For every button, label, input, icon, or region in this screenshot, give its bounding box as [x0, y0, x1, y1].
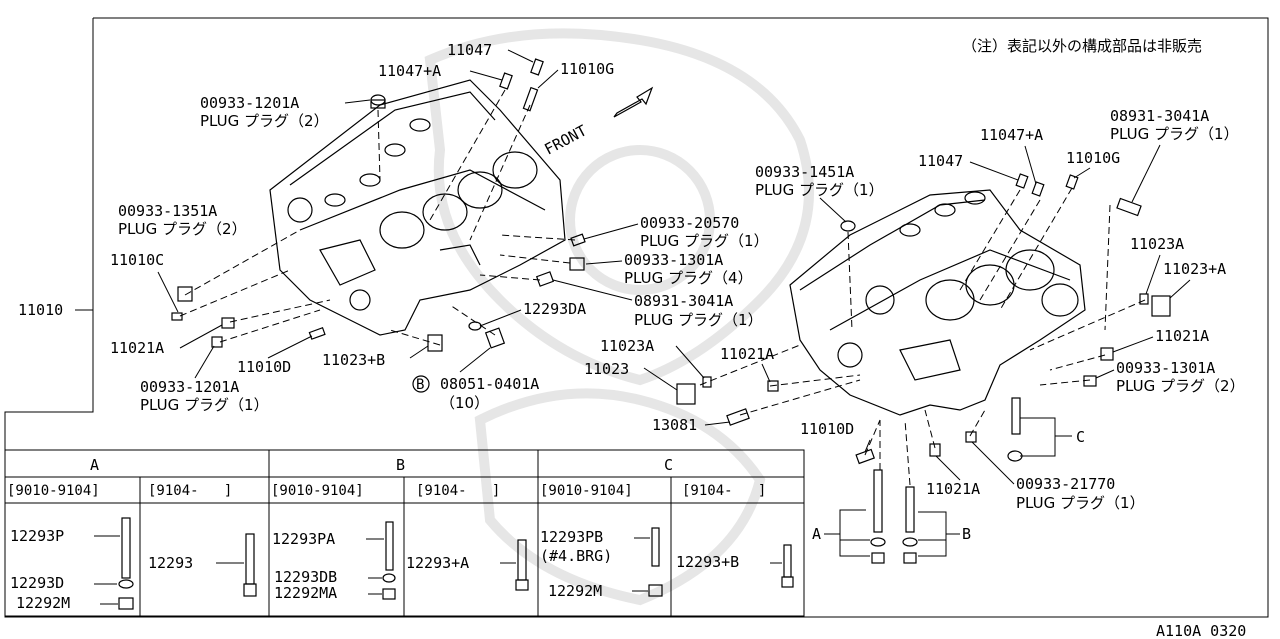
callout-08051-0401a[interactable]: 08051-0401A	[440, 375, 539, 393]
callout-11021a-right[interactable]: 11021A	[1155, 327, 1209, 345]
callouts: 11047 11047+A 11010G 00933-1201A PLUG プラ…	[110, 41, 1245, 543]
left-small-parts	[171, 58, 586, 352]
notice-text: （注）表記以外の構成部品は非販売	[962, 37, 1202, 55]
callout-11023a-plus[interactable]: 11023+A	[1163, 260, 1226, 278]
diagram-frame	[4, 17, 1269, 618]
cell-b1-nut[interactable]: 12292MA	[274, 584, 337, 602]
period-c1: [9010-9104]	[540, 483, 633, 499]
callout-00933-20570-desc: PLUG プラグ（1）	[640, 232, 769, 250]
callout-08051-qty: （10）	[440, 394, 489, 412]
callout-11047-right[interactable]: 11047	[918, 152, 963, 170]
callout-00933-1201a-bottom-desc: PLUG プラグ（1）	[140, 396, 269, 414]
callout-11023a-right[interactable]: 11023A	[1130, 235, 1184, 253]
callout-11023-center[interactable]: 11023	[584, 360, 629, 378]
callout-11010d-center[interactable]: 11010D	[800, 420, 854, 438]
callout-00933-1451a[interactable]: 00933-1451A	[755, 163, 854, 181]
callout-11010g-right[interactable]: 11010G	[1066, 149, 1120, 167]
bolt-table: A B C [9010-9104] [9104- ] [9010-9104] […	[4, 449, 805, 617]
cell-b2-bolt[interactable]: 12293+A	[406, 554, 469, 572]
bolt-group-right	[824, 417, 1072, 564]
period-b2: [9104- ]	[416, 483, 500, 499]
right-cylinder-block	[789, 189, 1086, 416]
diagram-code: A110A 0320	[1156, 622, 1246, 639]
group-a-label[interactable]: A	[812, 525, 821, 543]
main-part-number[interactable]: 11010	[18, 301, 63, 319]
callout-08931-3041a-mid-desc: PLUG プラグ（1）	[634, 311, 763, 329]
callout-11023a-center[interactable]: 11023A	[600, 337, 654, 355]
cell-a1-washer[interactable]: 12293D	[10, 574, 64, 592]
callout-11023b-left[interactable]: 11023+B	[322, 351, 385, 369]
callout-00933-21770[interactable]: 00933-21770	[1016, 475, 1115, 493]
callout-11010g-left[interactable]: 11010G	[560, 60, 614, 78]
callout-13081[interactable]: 13081	[652, 416, 697, 434]
callout-11021a-center[interactable]: 11021A	[720, 345, 774, 363]
callout-00933-1301a-right[interactable]: 00933-1301A	[1116, 359, 1215, 377]
callout-11047-left[interactable]: 11047	[447, 41, 492, 59]
cell-c1-note: (#4.BRG)	[540, 547, 612, 565]
callout-08051-b-marker: B	[416, 377, 424, 393]
right-small-parts	[676, 173, 1171, 465]
cell-a1-nut[interactable]: 12292M	[16, 594, 70, 612]
table-group-b: B	[396, 456, 405, 474]
period-a1: [9010-9104]	[7, 483, 100, 499]
guide-lines	[179, 89, 1146, 486]
callout-08931-3041a-right[interactable]: 08931-3041A	[1110, 107, 1209, 125]
callout-11047a-left[interactable]: 11047+A	[378, 62, 441, 80]
period-a2: [9104- ]	[148, 483, 232, 499]
cell-b1-bolt[interactable]: 12293PA	[272, 530, 335, 548]
left-cylinder-block	[269, 79, 566, 336]
callout-00933-1301a-mid-desc: PLUG プラグ（4）	[624, 269, 753, 287]
callout-00933-1201a-top[interactable]: 00933-1201A	[200, 94, 299, 112]
callout-00933-1351a[interactable]: 00933-1351A	[118, 202, 217, 220]
cell-b1-washer[interactable]: 12293DB	[274, 568, 337, 586]
callout-00933-1451a-desc: PLUG プラグ（1）	[755, 181, 884, 199]
callout-11021a-bottom[interactable]: 11021A	[926, 480, 980, 498]
table-group-c: C	[664, 456, 673, 474]
callout-00933-1301a-right-desc: PLUG プラグ（2）	[1116, 377, 1245, 395]
cell-a2-bolt[interactable]: 12293	[148, 554, 193, 572]
callout-11010c[interactable]: 11010C	[110, 251, 164, 269]
callout-00933-1201a-top-desc: PLUG プラグ（2）	[200, 112, 329, 130]
callout-b-circle	[412, 375, 430, 393]
front-label: FRONT	[541, 121, 589, 158]
callout-08931-3041a-mid[interactable]: 08931-3041A	[634, 292, 733, 310]
callout-08931-3041a-right-desc: PLUG プラグ（1）	[1110, 125, 1239, 143]
cell-c1-bolt[interactable]: 12293PB	[540, 528, 603, 546]
callout-00933-21770-desc: PLUG プラグ（1）	[1016, 494, 1145, 512]
callout-00933-1201a-bottom[interactable]: 00933-1201A	[140, 378, 239, 396]
callout-00933-20570[interactable]: 00933-20570	[640, 214, 739, 232]
table-group-a: A	[90, 456, 99, 474]
callout-00933-1301a-mid[interactable]: 00933-1301A	[624, 251, 723, 269]
cell-c1-nut[interactable]: 12292M	[548, 582, 602, 600]
group-b-label[interactable]: B	[962, 525, 971, 543]
callout-00933-1351a-desc: PLUG プラグ（2）	[118, 220, 247, 238]
callout-11047a-right[interactable]: 11047+A	[980, 126, 1043, 144]
period-b1: [9010-9104]	[271, 483, 364, 499]
period-c2: [9104- ]	[682, 483, 766, 499]
watermark-emblem	[424, 28, 814, 606]
callout-11010d-left[interactable]: 11010D	[237, 358, 291, 376]
group-c-label[interactable]: C	[1076, 428, 1085, 446]
callout-12293da[interactable]: 12293DA	[523, 300, 586, 318]
cell-c2-bolt[interactable]: 12293+B	[676, 553, 739, 571]
callout-11021a-left[interactable]: 11021A	[110, 339, 164, 357]
cell-a1-bolt[interactable]: 12293P	[10, 527, 64, 545]
